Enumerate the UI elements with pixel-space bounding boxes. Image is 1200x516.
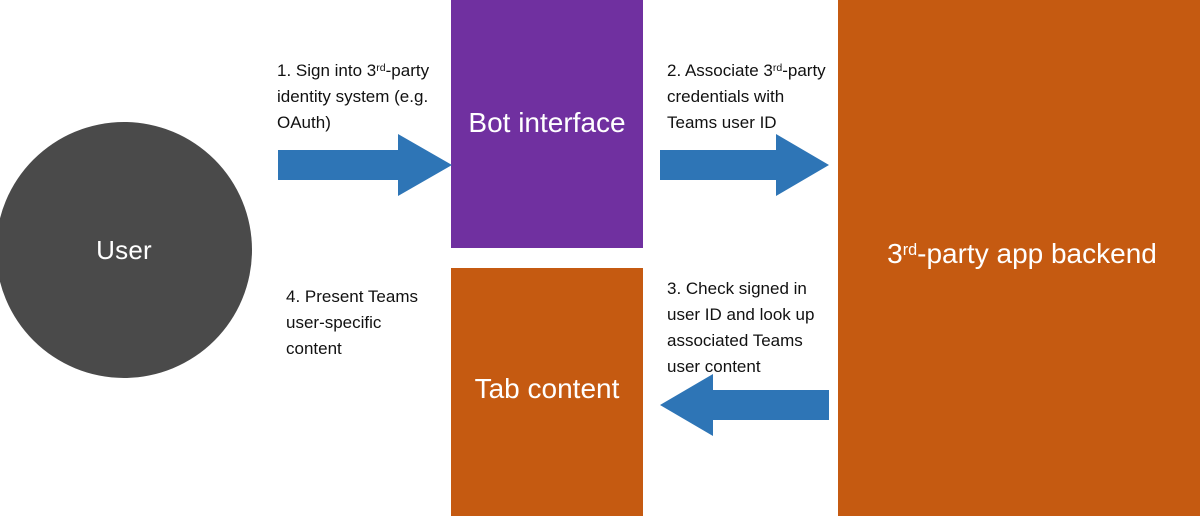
step-1-line1-pre: 1. Sign into 3 <box>277 61 377 80</box>
arrow-user-to-bot-icon <box>278 134 452 196</box>
node-tab-content: Tab content <box>451 268 643 516</box>
arrow-backend-to-tab-icon <box>660 374 829 436</box>
step-3-label: 3. Check signed in user ID and look up a… <box>667 279 815 376</box>
step-2-line1-pre: 2. Associate 3 <box>667 61 773 80</box>
node-user-label: User <box>96 235 152 265</box>
step-4-label: 4. Present Teams user-specific content <box>286 287 418 358</box>
step-2-rest: credentials with Teams user ID <box>667 87 785 132</box>
step-2-line1-sup: rd <box>772 61 783 74</box>
node-backend-label: 3rd-party app backend <box>887 240 1157 268</box>
step-2-label: 2. Associate 3rd-party credentials with … <box>667 58 845 136</box>
node-tab-content-label: Tab content <box>474 372 620 404</box>
node-bot-interface-label: Bot interface <box>468 107 626 138</box>
step-2-line1-post: -party <box>782 61 826 80</box>
node-backend-label-pre: 3 <box>887 238 903 269</box>
node-backend: 3rd-party app backend <box>838 0 1200 516</box>
arrow-bot-to-backend-icon <box>660 134 829 196</box>
step-1-line1-post: -party <box>385 61 430 80</box>
node-bot-interface: Bot interface <box>451 0 643 248</box>
step-1-rest: identity system (e.g. OAuth) <box>277 87 429 132</box>
node-backend-label-post: -party app backend <box>917 238 1157 269</box>
node-backend-label-sup: rd <box>902 240 918 259</box>
node-user: User <box>0 122 252 378</box>
step-1-line1-sup: rd <box>376 61 386 74</box>
step-1-label: 1. Sign into 3rd-party identity system (… <box>277 58 449 136</box>
